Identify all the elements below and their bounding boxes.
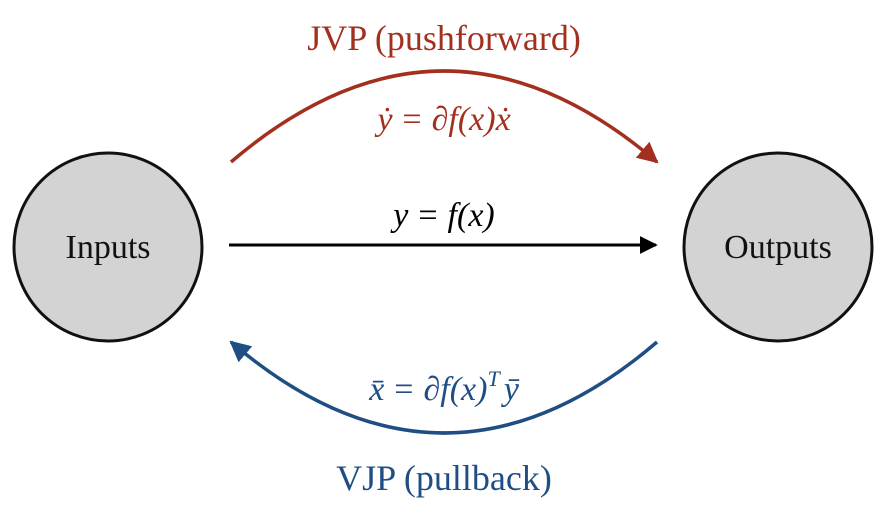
outputs-circle bbox=[682, 151, 874, 343]
inputs-node: Inputs bbox=[12, 151, 204, 343]
vjp-eq-lhs: x̄ bbox=[368, 371, 384, 408]
forward-eq-rhs: f(x) bbox=[448, 197, 495, 234]
vjp-eq-rhs-main: ∂f(x) bbox=[423, 371, 487, 408]
forward-eq-lhs: y bbox=[390, 197, 409, 234]
outputs-label: Outputs bbox=[724, 229, 832, 266]
vjp-arrow bbox=[229, 340, 659, 435]
jvp-eq-sign: = bbox=[402, 101, 421, 138]
forward-eq-sign: = bbox=[418, 197, 437, 234]
vjp-eq-rhs-tail: ȳ bbox=[501, 371, 520, 408]
jvp-eq-lhs: ẏ bbox=[374, 101, 393, 138]
forward-equation: y= f(x) bbox=[390, 197, 494, 234]
jvp-eq-rhs: ∂f(x)ẋ bbox=[432, 101, 511, 138]
vjp-title: VJP (pullback) bbox=[336, 458, 552, 498]
inputs-circle bbox=[12, 151, 204, 343]
jvp-arrow bbox=[229, 69, 659, 164]
vjp-eq-sign: = bbox=[394, 371, 413, 408]
inputs-label: Inputs bbox=[66, 229, 151, 266]
outputs-node: Outputs bbox=[682, 151, 874, 343]
jvp-equation: ẏ= ∂f(x)ẋ bbox=[374, 101, 510, 138]
vjp-eq-superscript: T bbox=[487, 366, 501, 391]
jvp-title: JVP (pushforward) bbox=[307, 18, 581, 58]
